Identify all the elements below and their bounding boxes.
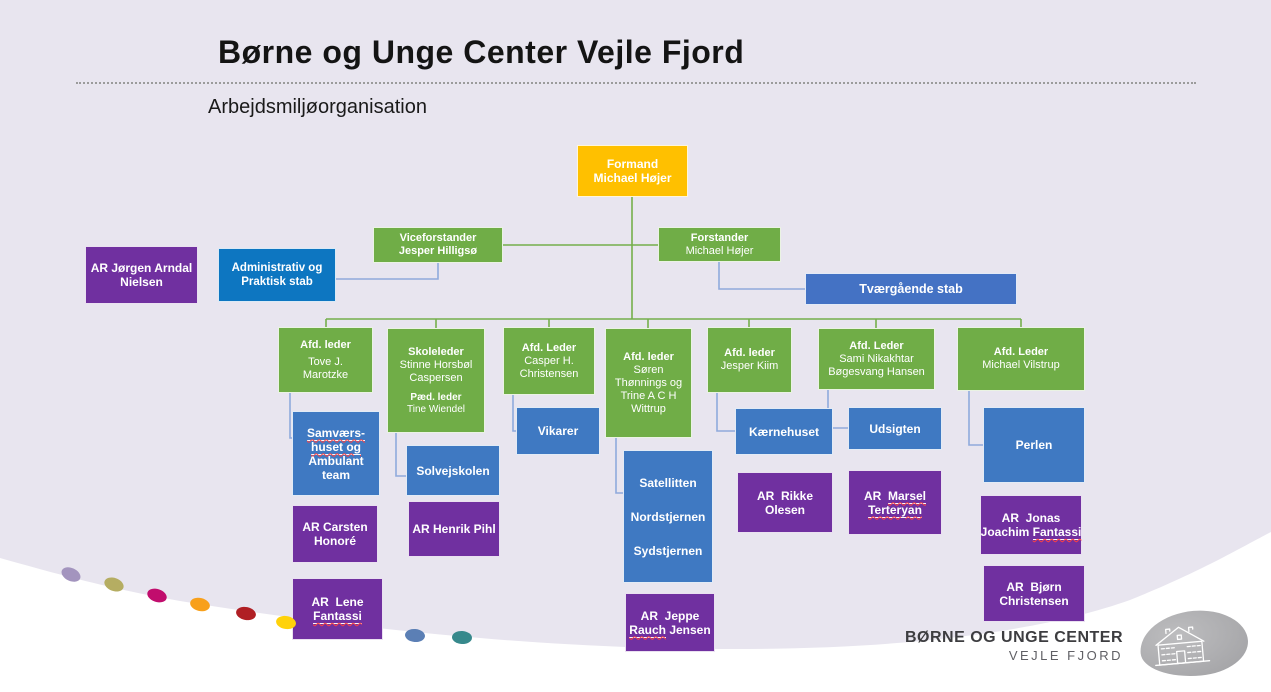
unit-perlen-box: Perlen: [983, 407, 1085, 483]
page-title: Børne og Unge Center Vejle Fjord: [218, 34, 745, 70]
title-divider: [76, 82, 1196, 84]
ar-henrik-box: AR Henrik Pihl: [408, 501, 500, 557]
unit-udsigten-box: Udsigten: [848, 407, 942, 450]
logo-name: BØRNE OG UNGE CENTER: [904, 629, 1123, 646]
connector-line: [718, 262, 805, 290]
connector-line: [395, 433, 406, 477]
logo: BØRNE OG UNGE CENTER VEJLE FJORD: [905, 629, 1123, 663]
house-icon: [1155, 625, 1211, 666]
tvaergaaende-stab-box: Tværgående stab: [805, 273, 1017, 305]
unit-solvejskolen-box: Solvejskolen: [406, 445, 500, 496]
connector-line: [512, 395, 517, 432]
unit-kaernehuset-box: Kærnehuset: [735, 408, 833, 455]
logo-blob: [1137, 606, 1251, 681]
logo-subname: VEJLE FJORD: [1008, 648, 1123, 663]
page-subtitle: Arbejdsmiljøorganisation: [208, 96, 427, 118]
connector-line: [716, 393, 735, 432]
connector-line: [336, 263, 439, 280]
unit-vikarer-box: Vikarer: [516, 407, 600, 455]
connector-line: [615, 438, 624, 494]
connector-line: [968, 391, 983, 446]
